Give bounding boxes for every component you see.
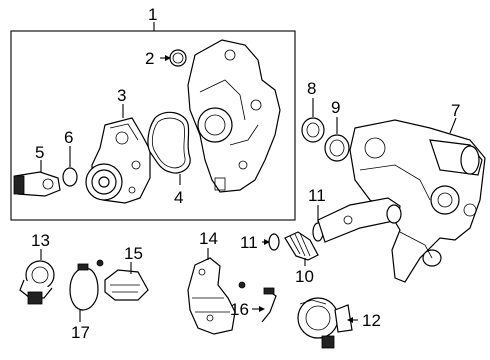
callout-14: 14 (199, 229, 218, 248)
part-11-clamp-left (268, 233, 280, 251)
part-7-valve-assembly (349, 119, 486, 283)
callout-7: 7 (451, 101, 460, 120)
part-4-gasket (147, 111, 191, 174)
callout-15: 15 (124, 244, 143, 263)
callout-13: 13 (31, 231, 50, 250)
part-13-aux-pump (19, 260, 55, 305)
callout-3: 3 (117, 86, 126, 105)
arrow-12 (347, 317, 353, 323)
callout-10: 10 (295, 267, 314, 286)
callout-11-left: 11 (240, 233, 258, 252)
callout-9: 9 (331, 98, 340, 117)
part-14-bracket (187, 257, 246, 335)
callout-2: 2 (145, 49, 154, 68)
callout-12: 12 (362, 311, 381, 330)
arrow-16 (259, 306, 265, 312)
arrow-11a (264, 239, 270, 245)
part-2-oring (169, 49, 187, 67)
part-16-clamp (261, 287, 277, 323)
part-12-electric-pump (297, 297, 353, 349)
callout-4: 4 (174, 188, 183, 207)
part-10-hose (284, 231, 319, 261)
callout-17: 17 (71, 323, 90, 342)
leader-7 (449, 117, 457, 134)
part-5-sensor (13, 171, 61, 197)
callout-5: 5 (35, 143, 44, 162)
part-6-oring (62, 167, 78, 187)
callout-16: 16 (230, 300, 249, 319)
part-9-ring (324, 134, 350, 162)
callout-1: 1 (148, 5, 157, 24)
part-coolant-pipe (317, 197, 402, 243)
part-1-housing (187, 39, 281, 193)
part-17-clip (69, 263, 99, 311)
assembly-1-frame (10, 30, 296, 221)
part-water-pump (85, 117, 151, 204)
arrow-2 (165, 55, 171, 61)
part-15-bracket (96, 259, 149, 301)
callout-11-right: 11 (308, 186, 326, 205)
callout-8: 8 (307, 79, 316, 98)
part-8-ring (301, 117, 325, 143)
callout-6: 6 (64, 128, 73, 147)
